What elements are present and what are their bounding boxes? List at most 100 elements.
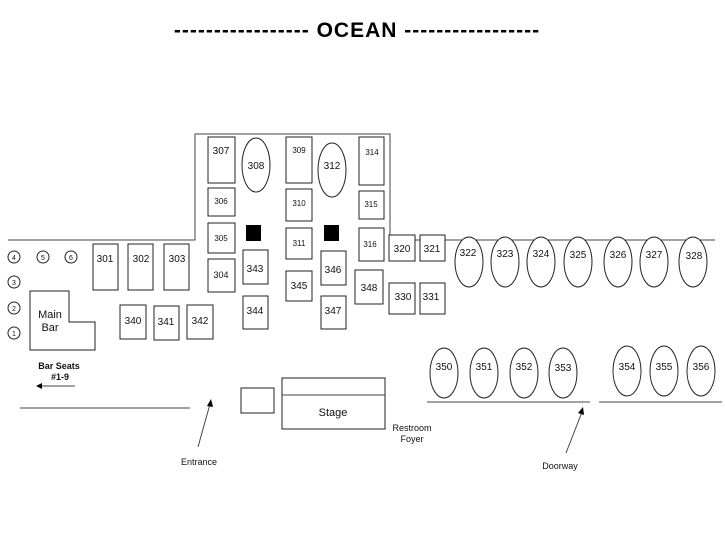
svg-text:320: 320 [394,244,411,255]
main-bar [29,290,96,351]
svg-text:346: 346 [325,265,342,276]
table-306[interactable]: 306 [207,187,236,217]
table-351[interactable]: 351 [469,347,499,399]
svg-text:348: 348 [361,283,378,294]
svg-text:6: 6 [69,255,73,262]
bar-seats-label-line1: Bar Seats [38,361,80,371]
table-344[interactable]: 344 [242,295,269,330]
svg-text:343: 343 [247,264,264,275]
svg-text:306: 306 [214,197,228,206]
table-343[interactable]: 343 [242,249,269,285]
svg-text:331: 331 [423,292,440,303]
table-301[interactable]: 301 [92,243,119,291]
table-302[interactable]: 302 [127,243,154,291]
table-312[interactable]: 312 [317,142,347,198]
table-346[interactable]: 346 [320,250,347,286]
table-307[interactable]: 307 [207,136,236,184]
svg-text:347: 347 [325,306,342,317]
svg-text:324: 324 [533,249,550,260]
entrance-arrow-icon [197,399,213,448]
svg-text:322: 322 [460,248,477,259]
svg-text:356: 356 [693,362,710,373]
table-308[interactable]: 308 [241,137,271,193]
table-322[interactable]: 322 [454,236,484,288]
svg-text:344: 344 [247,306,264,317]
bar-seat[interactable]: 3 [7,275,21,289]
table-316[interactable]: 316 [358,227,385,262]
bar-seat[interactable]: 2 [7,301,21,315]
svg-text:354: 354 [619,362,636,373]
table-303[interactable]: 303 [163,243,190,291]
svg-text:303: 303 [169,254,186,265]
main-bar-label-line1: Main [38,309,62,321]
table-352[interactable]: 352 [509,347,539,399]
svg-text:321: 321 [424,244,441,255]
svg-text:355: 355 [656,362,673,373]
table-350[interactable]: 350 [429,347,459,399]
table-314[interactable]: 314 [358,136,385,186]
bar-seat[interactable]: 1 [7,326,21,340]
table-325[interactable]: 325 [563,236,593,288]
svg-text:308: 308 [248,161,265,172]
svg-text:341: 341 [158,317,175,328]
svg-text:4: 4 [12,255,16,262]
svg-text:301: 301 [97,254,114,265]
svg-text:309: 309 [292,146,306,155]
svg-text:323: 323 [497,249,514,260]
table-353[interactable]: 353 [548,347,578,399]
entrance-label[interactable]: Entrance [181,457,217,467]
table-323[interactable]: 323 [490,236,520,288]
svg-text:327: 327 [646,250,663,261]
stage-label: Stage [319,407,348,419]
svg-text:5: 5 [41,255,45,262]
doorway-arrow-icon [565,407,584,454]
bar-seats-label-line2: #1-9 [51,372,69,382]
svg-text:328: 328 [686,251,703,262]
bar-seat[interactable]: 4 [7,250,21,264]
stage: Stage [281,377,386,430]
table-347[interactable]: 347 [320,295,347,330]
svg-text:326: 326 [610,250,627,261]
table-327[interactable]: 327 [639,236,669,288]
table-354[interactable]: 354 [612,345,642,397]
svg-text:311: 311 [293,239,306,248]
svg-text:345: 345 [291,281,308,292]
svg-text:3: 3 [12,280,16,287]
svg-text:2: 2 [12,306,16,313]
table-315[interactable]: 315 [358,190,385,220]
table-348[interactable]: 348 [354,269,384,305]
svg-text:340: 340 [125,316,142,327]
restroom-label-line2: Foyer [400,434,423,444]
svg-text:350: 350 [436,362,453,373]
table-356[interactable]: 356 [686,345,716,397]
table-328[interactable]: 328 [678,236,708,288]
svg-text:342: 342 [192,316,209,327]
svg-text:1: 1 [12,331,16,338]
table-345[interactable]: 345 [285,270,313,302]
svg-text:314: 314 [365,148,379,157]
table-320[interactable]: 320 [388,234,416,262]
table-321[interactable]: 321 [419,234,446,262]
doorway-label[interactable]: Doorway [542,461,578,471]
bar-seat[interactable]: 6 [64,250,78,264]
svg-text:304: 304 [213,270,228,280]
sound-booth [240,387,275,414]
table-311[interactable]: 311 [285,227,313,260]
table-305[interactable]: 305 [207,222,236,254]
svg-text:325: 325 [570,250,587,261]
left-arrow-icon [36,383,75,389]
table-330[interactable]: 330 [388,282,416,315]
table-326[interactable]: 326 [603,236,633,288]
table-304[interactable]: 304 [207,258,236,293]
table-331[interactable]: 331 [419,282,446,315]
table-310[interactable]: 310 [285,188,313,222]
table-324[interactable]: 324 [526,236,556,288]
table-340[interactable]: 340 [119,304,147,340]
table-309[interactable]: 309 [285,136,313,184]
bar-seat[interactable]: 5 [36,250,50,264]
table-355[interactable]: 355 [649,345,679,397]
table-342[interactable]: 342 [186,304,214,340]
table-341[interactable]: 341 [153,305,180,341]
svg-text:310: 310 [292,199,306,208]
main-bar-label-line2: Bar [41,322,58,334]
